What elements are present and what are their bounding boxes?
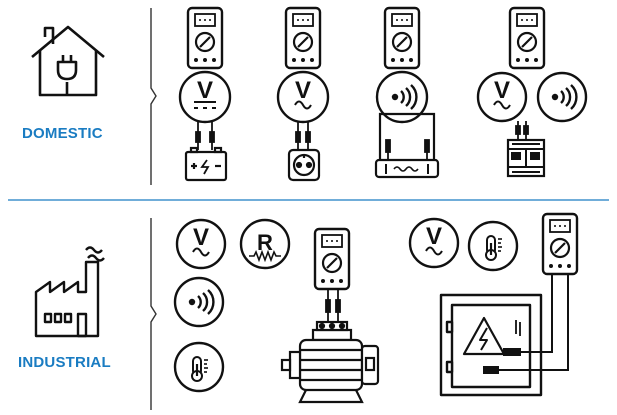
continuity-icon: [536, 71, 588, 123]
multimeter-icon: [284, 6, 322, 70]
domestic-divider: [150, 8, 157, 185]
house-plug-icon: [31, 25, 105, 97]
voltage-ac-icon: [276, 70, 330, 124]
factory-icon: [34, 246, 105, 338]
electrical-cabinet-icon: [439, 293, 543, 397]
multimeter-icon: [541, 212, 579, 276]
fuse-icon: [374, 112, 440, 179]
continuity-icon: [173, 276, 225, 328]
industrial-label: INDUSTRIAL: [18, 354, 111, 371]
resistance-icon: [239, 218, 291, 270]
voltage-ac-icon: [476, 71, 528, 123]
test-leads: [483, 274, 569, 374]
voltage-symbol: V: [295, 77, 311, 104]
voltage-ac-icon: [408, 217, 460, 269]
battery-icon: [184, 146, 228, 182]
temperature-icon: [467, 220, 519, 272]
test-probes: [195, 121, 529, 160]
temperature-icon: [173, 341, 225, 393]
multimeter-icon: [508, 6, 546, 70]
voltage-symbol: V: [193, 224, 209, 251]
wall-socket-icon: [287, 148, 321, 182]
resistance-symbol: R: [257, 230, 273, 255]
multimeter-icon: [383, 6, 421, 70]
voltage-dc-icon: [178, 70, 232, 124]
voltage-symbol: V: [426, 223, 442, 250]
multimeter-icon: [313, 227, 351, 291]
voltage-symbol: V: [197, 77, 213, 104]
industrial-divider: [150, 218, 157, 410]
terminal-block-icon: [506, 138, 546, 178]
motor-icon: [280, 320, 380, 404]
voltage-ac-icon: [175, 218, 227, 270]
domestic-label: DOMESTIC: [22, 125, 103, 142]
continuity-icon: [375, 70, 429, 124]
multimeter-icon: [186, 6, 224, 70]
voltage-symbol: V: [494, 77, 510, 104]
